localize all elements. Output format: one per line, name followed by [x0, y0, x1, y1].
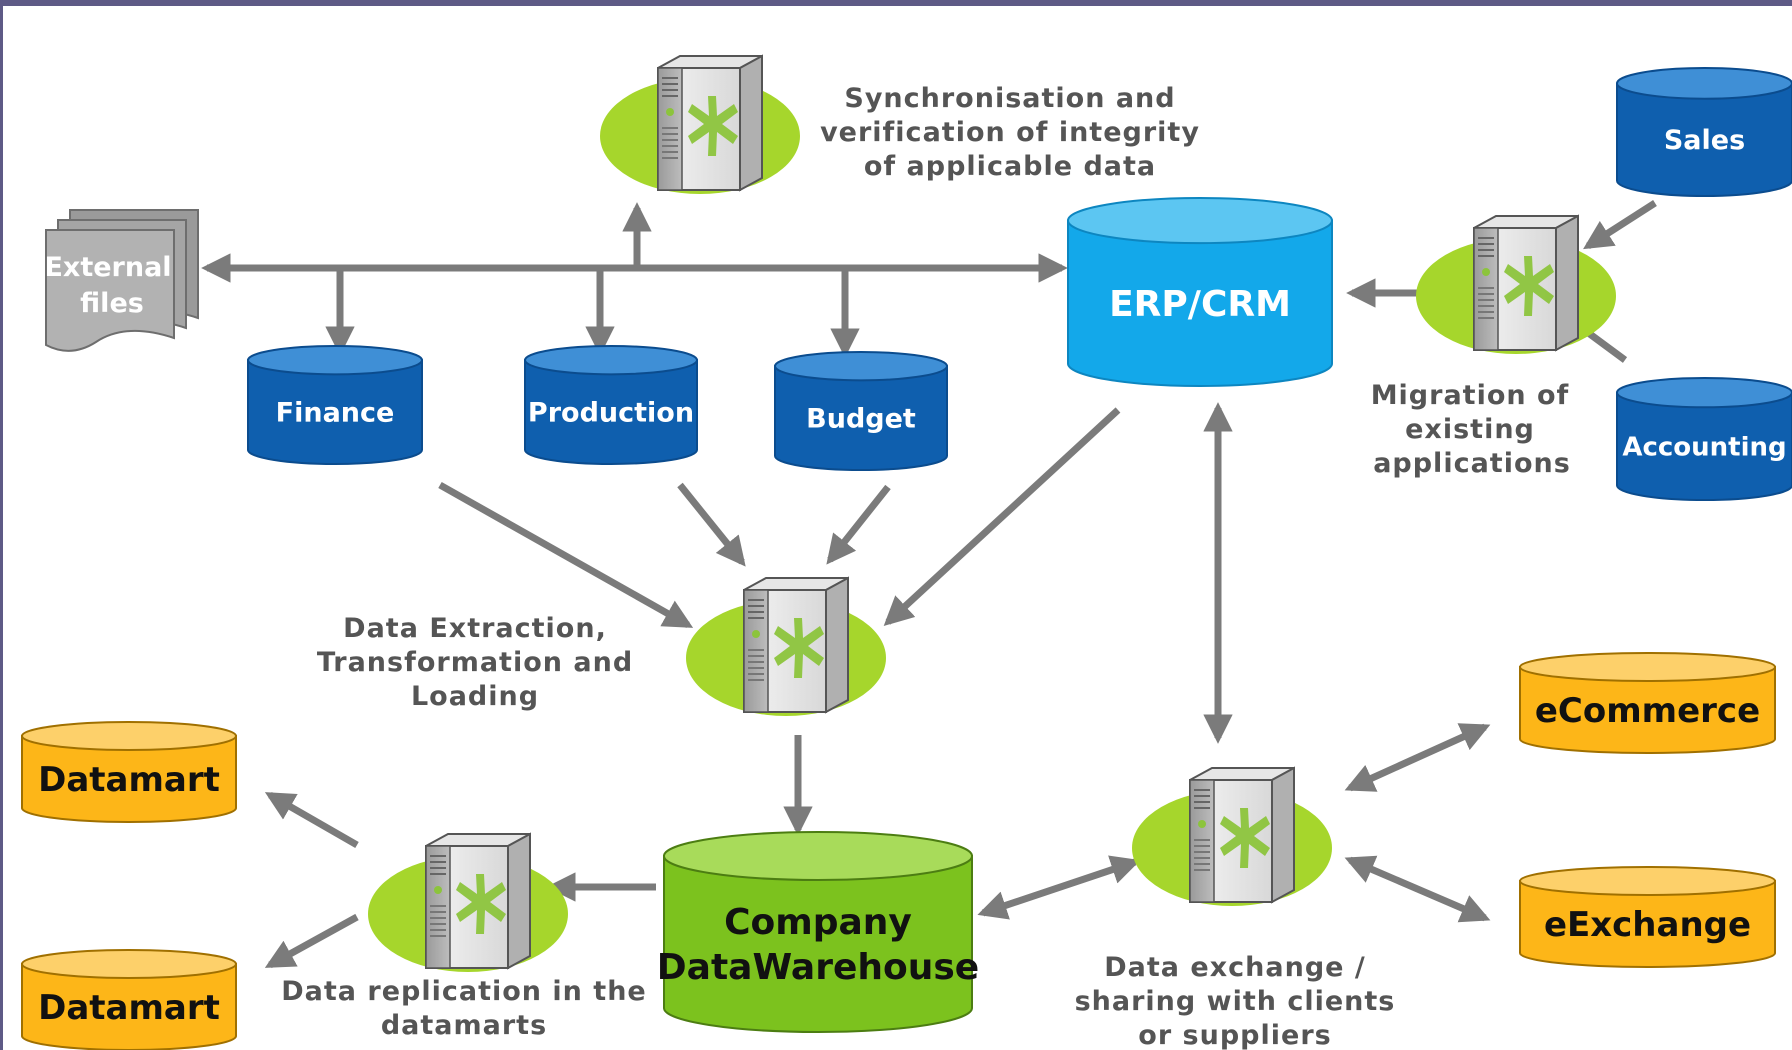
- caption-etl-line: Loading: [411, 681, 539, 712]
- erp-crm-database: ERP/CRM: [1067, 197, 1333, 387]
- left-border: [0, 0, 3, 1050]
- server-icon: [1415, 215, 1617, 355]
- arrow-warehouse-exchange: [977, 855, 1141, 920]
- erp-crm-database-label: ERP/CRM: [1109, 284, 1291, 325]
- arrow-production-to-etl: [677, 482, 746, 567]
- budget-database-label: Budget: [806, 404, 916, 435]
- budget-database: Budget: [774, 351, 948, 471]
- caption-migration: Migration of existing applications: [1371, 380, 1571, 479]
- datamart-database-label: Datamart: [38, 988, 220, 1028]
- caption-exchange-line: Data exchange /: [1104, 952, 1365, 983]
- arrow-replication-to-datamart2: [264, 913, 359, 969]
- external-files-label-2: files: [80, 288, 144, 319]
- arrow-exchange-eexchange: [1344, 855, 1491, 923]
- server-icon: [599, 55, 801, 195]
- caption-etl-line: Data Extraction,: [343, 613, 607, 644]
- company-datawarehouse-database-label: DataWarehouse: [657, 947, 979, 988]
- caption-replication-line: datamarts: [381, 1010, 547, 1041]
- caption-migration-line: applications: [1373, 448, 1571, 479]
- top-border: [0, 0, 1792, 6]
- files-stack-icon: External files: [44, 209, 199, 352]
- caption-etl: Data Extraction, Transformation and Load…: [317, 613, 633, 712]
- sales-database: Sales: [1616, 67, 1792, 197]
- production-database: Production: [524, 345, 698, 465]
- finance-database: Finance: [247, 345, 423, 465]
- caption-etl-line: Transformation and: [317, 647, 633, 678]
- arrow-sales-to-migration: [1583, 200, 1657, 250]
- server-icon: [367, 833, 569, 973]
- finance-database-label: Finance: [276, 398, 395, 429]
- production-database-label: Production: [528, 398, 694, 429]
- caption-replication: Data replication in the datamarts: [281, 976, 647, 1041]
- datamart-database-label: Datamart: [38, 760, 220, 800]
- datamart-database: Datamart: [21, 721, 237, 823]
- arrow-erp-to-etl: [883, 407, 1121, 626]
- caption-sync: Synchronisation and verification of inte…: [820, 83, 1200, 182]
- company-datawarehouse-database-label: Company: [724, 902, 912, 943]
- arrow-finance-to-etl: [438, 481, 694, 629]
- ecommerce-database: eCommerce: [1519, 652, 1776, 754]
- eexchange-database: eExchange: [1519, 866, 1776, 968]
- caption-sync-line: Synchronisation and: [844, 83, 1175, 114]
- caption-sync-line: verification of integrity: [820, 117, 1200, 148]
- accounting-database: Accounting: [1616, 377, 1792, 501]
- server-icon: [1131, 767, 1333, 907]
- server-icon: [685, 577, 887, 717]
- arrow-exchange-ecommerce: [1344, 723, 1491, 792]
- connector-arrows: [201, 200, 1657, 969]
- caption-exchange: Data exchange / sharing with clients or …: [1075, 952, 1396, 1050]
- arrow-budget-to-etl: [826, 484, 891, 565]
- caption-replication-line: Data replication in the: [281, 976, 647, 1007]
- accounting-database-label: Accounting: [1622, 432, 1786, 462]
- arrow-replication-to-datamart1: [264, 791, 359, 849]
- datamart-database: Datamart: [21, 949, 237, 1050]
- caption-migration-line: Migration of: [1371, 380, 1570, 411]
- ecommerce-database-label: eCommerce: [1535, 691, 1760, 731]
- external-files-label: External: [44, 252, 171, 283]
- caption-exchange-line: or suppliers: [1138, 1020, 1331, 1050]
- sales-database-label: Sales: [1664, 125, 1745, 156]
- caption-sync-line: of applicable data: [864, 151, 1156, 182]
- caption-exchange-line: sharing with clients: [1075, 986, 1396, 1017]
- caption-migration-line: existing: [1405, 414, 1535, 445]
- eexchange-database-label: eExchange: [1544, 905, 1751, 945]
